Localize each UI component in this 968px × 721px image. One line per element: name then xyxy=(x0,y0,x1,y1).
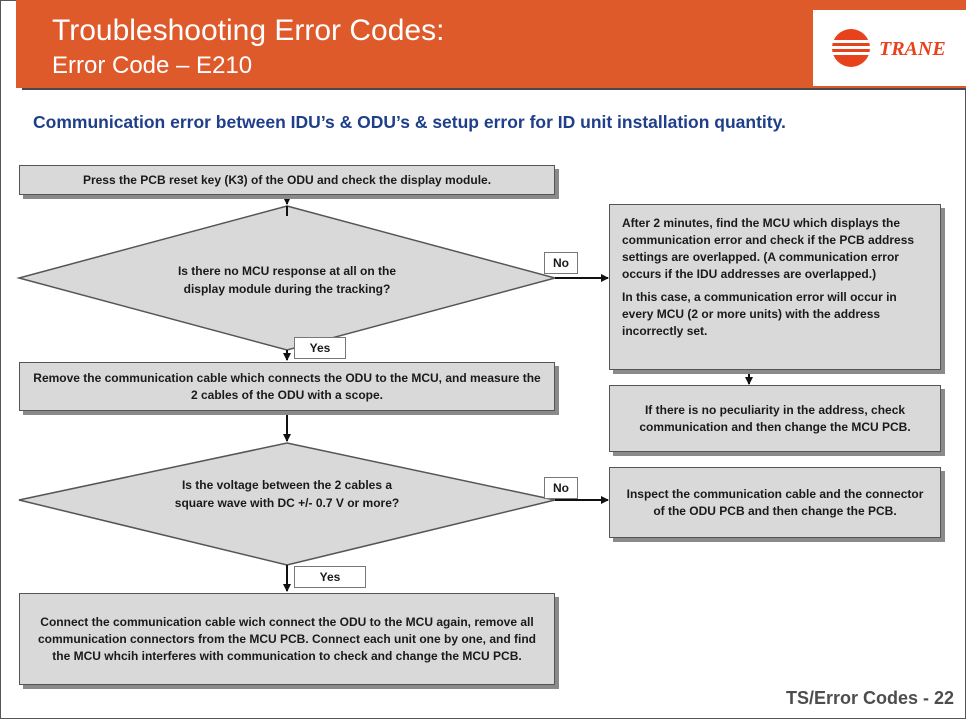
step-remove-communication-cable-text: Remove the communication cable which con… xyxy=(33,370,541,402)
decision2-yes-label: Yes xyxy=(294,566,366,588)
logo-wordmark: TRANE xyxy=(879,38,946,60)
step-press-reset-key: Press the PCB reset key (K3) of the ODU … xyxy=(19,165,555,195)
step-change-mcu-pcb: If there is no peculiarity in the addres… xyxy=(609,385,941,452)
error-description: Communication error between IDU’s & ODU’… xyxy=(33,112,786,132)
step-inspect-cable-text: Inspect the communication cable and the … xyxy=(626,486,924,518)
address-overlap-text: After 2 minutes, find the MCU which disp… xyxy=(622,216,915,281)
slide-title: Troubleshooting Error Codes: xyxy=(52,14,445,47)
trane-logo: TRANE xyxy=(813,10,968,86)
step-check-address-overlap: After 2 minutes, find the MCU which disp… xyxy=(609,204,941,370)
decision2-no-label: No xyxy=(544,477,578,499)
step-reconnect-and-isolate: Connect the communication cable wich con… xyxy=(19,593,555,685)
decision-voltage-text: Is the voltage between the 2 cables a sq… xyxy=(174,478,400,510)
decision1-yes-label: Yes xyxy=(294,337,346,359)
decision1-no-label: No xyxy=(544,252,578,274)
step-inspect-cable: Inspect the communication cable and the … xyxy=(609,467,941,538)
step-reconnect-and-isolate-text: Connect the communication cable wich con… xyxy=(37,614,537,663)
step-remove-communication-cable: Remove the communication cable which con… xyxy=(19,362,555,411)
slide-subtitle: Error Code – E210 xyxy=(52,52,253,79)
step-press-reset-key-text: Press the PCB reset key (K3) of the ODU … xyxy=(82,172,492,187)
decision-mcu-response-text: Is there no MCU response at all on the d… xyxy=(177,264,397,296)
slide-footer: TS/Error Codes - 22 xyxy=(785,688,954,708)
step-change-mcu-pcb-text: If there is no peculiarity in the addres… xyxy=(639,402,911,434)
title-underline xyxy=(22,88,966,90)
trane-logo-icon: TRANE xyxy=(830,29,946,67)
address-error-note-text: In this case, a communication error will… xyxy=(622,290,897,338)
title-bar: Troubleshooting Error Codes: Error Code … xyxy=(16,0,968,88)
